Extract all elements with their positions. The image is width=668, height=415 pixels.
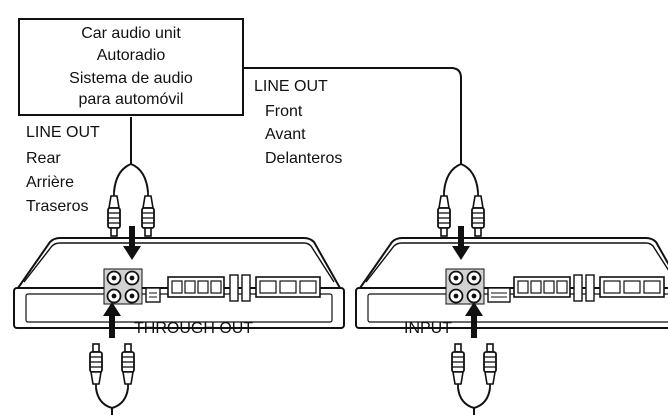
- front-rca-plug-left: [437, 191, 451, 237]
- front-line-out-heading: LINE OUT: [254, 78, 328, 95]
- unit-title-en: Car audio unit: [81, 25, 181, 42]
- arrow-up-right: [465, 302, 483, 338]
- front-rca-plug-right: [471, 191, 485, 237]
- rca-plug-bottom-left-1: [89, 343, 103, 389]
- rear-label-fr: Arrière: [26, 174, 75, 191]
- front-label-en: Front: [265, 103, 303, 120]
- rear-label-es: Traseros: [26, 198, 89, 215]
- rear-rca-plug-left: [107, 191, 121, 237]
- rca-plug-bottom-left-2: [121, 343, 135, 389]
- bottom-cable-left: [95, 387, 129, 415]
- bottom-cable-right: [457, 387, 491, 415]
- rear-rca-plug-right: [141, 191, 155, 237]
- input-label: INPUT: [404, 320, 452, 337]
- arrow-down-left: [123, 226, 141, 260]
- rear-label-en: Rear: [26, 150, 61, 167]
- front-cable: [244, 67, 479, 193]
- front-label-es: Delanteros: [265, 150, 343, 167]
- through-out-label: THROUGH OUT: [134, 320, 254, 337]
- amplifier-right: [355, 237, 668, 329]
- unit-title-es-1: Sistema de audio: [69, 70, 193, 87]
- rear-cable: [113, 117, 149, 193]
- rca-plug-bottom-right-2: [483, 343, 497, 389]
- amplifier-left: [13, 237, 345, 329]
- unit-title-fr: Autoradio: [96, 47, 166, 64]
- arrow-down-right: [452, 226, 470, 260]
- front-label-fr: Avant: [265, 126, 306, 143]
- rear-line-out-heading: LINE OUT: [26, 124, 100, 141]
- arrow-up-left: [103, 302, 121, 338]
- car-audio-unit-box: Car audio unit Autoradio Sistema de audi…: [18, 18, 244, 116]
- rca-plug-bottom-right-1: [451, 343, 465, 389]
- unit-title-es-2: para automóvil: [78, 91, 184, 108]
